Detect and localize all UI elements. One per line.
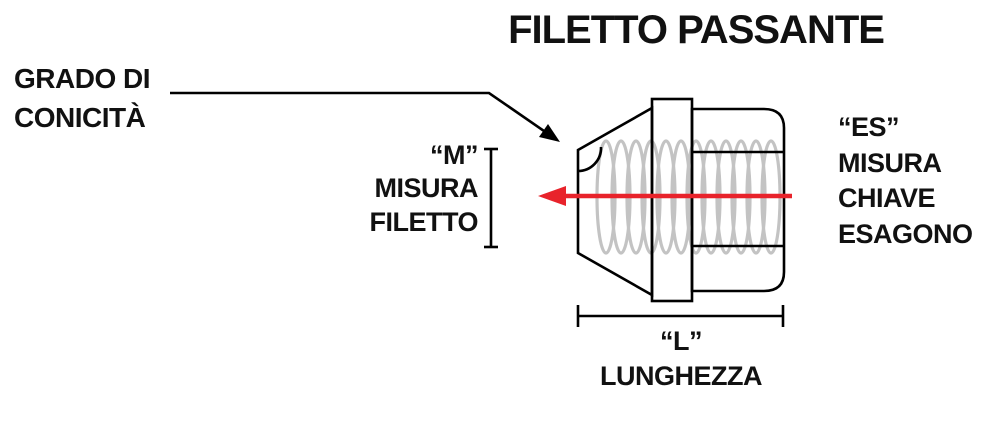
countersink-arc (577, 146, 603, 173)
label-misura-chiave-esagono: “ES” MISURA CHIAVE ESAGONO (838, 110, 973, 253)
leader-arrowhead (539, 124, 560, 142)
hex-key-line-4: ESAGONO (838, 218, 973, 249)
label-lunghezza: “L” LUNGHEZZA (576, 324, 786, 394)
l-dimension-line (576, 305, 785, 327)
red-arrowhead (538, 186, 566, 206)
thread-line-3: FILETTO (369, 206, 479, 237)
nut-outline (576, 97, 786, 303)
m-extent-line (484, 147, 498, 249)
label-misura-filetto: “M” MISURA FILETTO (330, 139, 479, 239)
hex-key-line-2: MISURA (838, 147, 942, 178)
thread-line-1: “M” (430, 140, 479, 170)
length-line-2: LUNGHEZZA (600, 361, 762, 392)
conicity-leader-arrow (170, 91, 560, 142)
diagram-title: FILETTO PASSANTE (508, 8, 885, 52)
hex-key-line-1: “ES” (838, 112, 900, 142)
conicity-line-2: CONICITÀ (14, 101, 146, 133)
thread-line-2: MISURA (374, 173, 479, 204)
hex-body (690, 107, 786, 293)
red-through-arrow (538, 186, 792, 206)
conicity-line-1: GRADO DI (14, 63, 151, 94)
length-line-1: “L” (660, 326, 703, 356)
hex-key-line-3: CHIAVE (838, 183, 936, 214)
label-grado-di-conicita: GRADO DI CONICITÀ (14, 60, 151, 137)
